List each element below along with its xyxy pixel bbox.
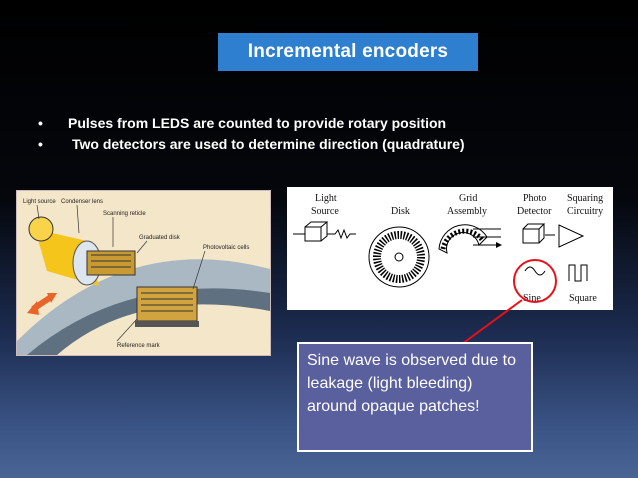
square-wave-icon — [568, 264, 588, 282]
label-detector: Detector — [517, 206, 552, 217]
squaring-amplifier-icon — [558, 224, 585, 248]
label-squaring: Squaring — [567, 193, 603, 204]
encoder-block-diagram: Light Source Disk Grid Assembly Photo De… — [287, 187, 613, 310]
label-light: Light — [315, 193, 337, 204]
slide-title: Incremental encoders — [218, 33, 478, 71]
label-assembly: Assembly — [447, 206, 487, 217]
bullet-glyph: • — [38, 136, 43, 152]
photovoltaic-cells — [135, 286, 199, 327]
bullet-list: • Pulses from LEDS are counted to provid… — [38, 113, 465, 155]
rotation-arrow-icon — [27, 293, 57, 315]
bullet-text: Two detectors are used to determine dire… — [72, 136, 465, 152]
scanning-reticle — [86, 250, 136, 276]
block-diagram-illustration: Light Source Disk Grid Assembly Photo De… — [293, 193, 603, 304]
label-square: Square — [569, 293, 597, 304]
label-scanning-reticle: Scanning reticle — [103, 211, 146, 217]
label-light-source: Light source — [23, 199, 56, 205]
label-grid: Grid — [459, 193, 477, 204]
label-reference-mark: Reference mark — [117, 343, 161, 349]
encoder-cutaway-figure: Light source Condenser lens Scanning ret… — [16, 190, 271, 356]
bullet-item: • Pulses from LEDS are counted to provid… — [38, 113, 465, 134]
label-condenser-lens: Condenser lens — [61, 199, 103, 205]
label-source: Source — [311, 206, 339, 217]
encoder-disk — [368, 226, 430, 288]
grid-assembly — [438, 224, 501, 254]
label-disk: Disk — [391, 206, 410, 217]
label-circuitry: Circuitry — [567, 206, 603, 217]
label-graduated-disk: Graduated disk — [139, 235, 181, 241]
label-photo: Photo — [523, 193, 546, 204]
sine-highlight-circle — [513, 259, 557, 303]
photo-detector-cube — [522, 223, 555, 244]
bullet-text: Pulses from LEDS are counted to provide … — [68, 115, 447, 131]
bullet-glyph: • — [38, 115, 43, 131]
note-callout: Sine wave is observed due to leakage (li… — [297, 342, 533, 452]
label-sine: Sine — [523, 293, 541, 304]
bullet-item: • Two detectors are used to determine di… — [38, 134, 465, 155]
light-source-cube — [293, 221, 356, 242]
sine-wave-icon — [524, 266, 546, 276]
light-source-lamp — [28, 216, 54, 242]
encoder-cutaway-illustration: Light source Condenser lens Scanning ret… — [17, 199, 270, 355]
label-photovoltaic-cells: Photovoltaic cells — [203, 245, 249, 251]
